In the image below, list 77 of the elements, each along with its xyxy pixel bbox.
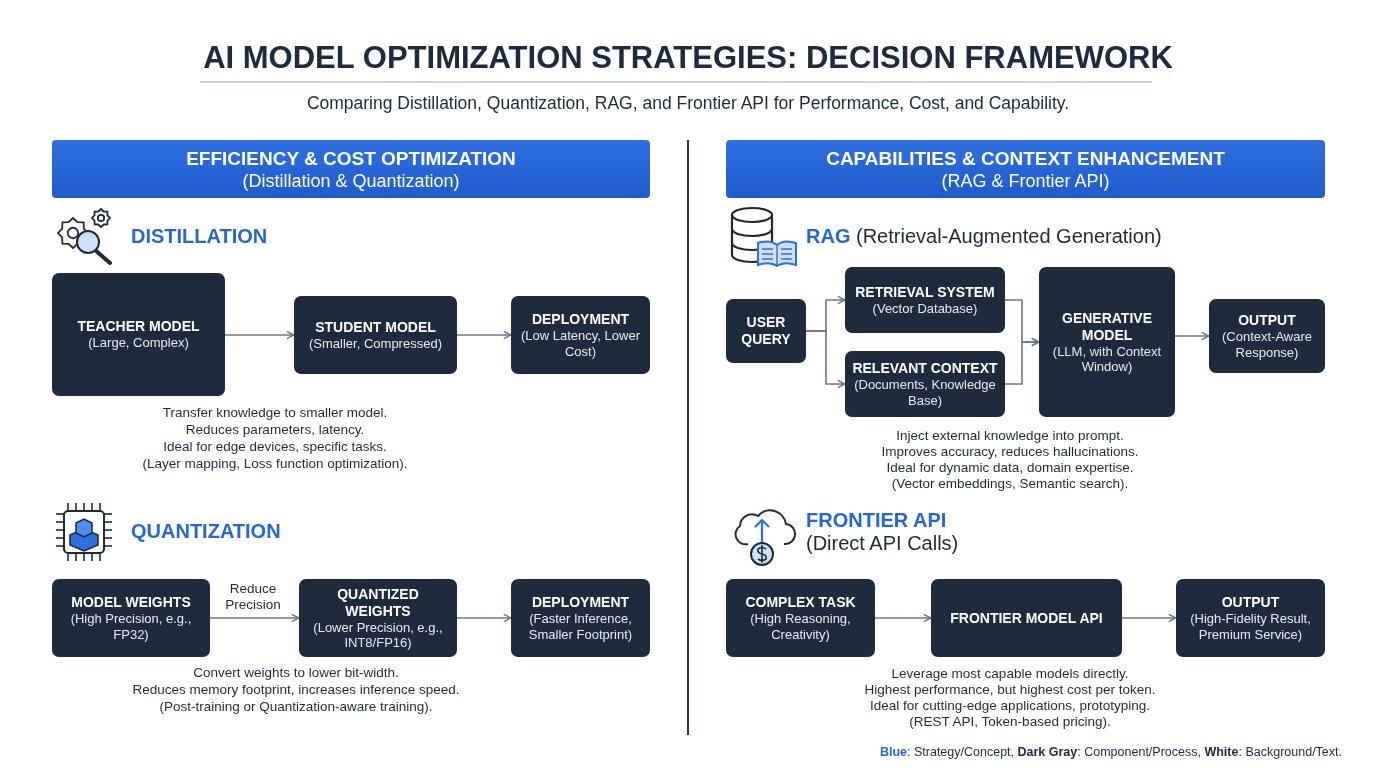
process-box (1039, 267, 1175, 417)
node-description: (Faster Inference, Smaller Footprint) (527, 611, 634, 642)
node-title: MODEL WEIGHTS (71, 594, 191, 611)
node-description: (High Reasoning, Creativity) (749, 611, 852, 642)
process-box (52, 273, 225, 396)
legend-note: Blue: Strategy/Concept, Dark Gray: Component/Process, White: Background/Text. (879, 744, 1342, 760)
description-text: Transfer knowledge to smaller model. (162, 405, 388, 421)
process-box (1176, 579, 1325, 657)
description-text: Ideal for dynamic data, domain expertise. (886, 460, 1134, 476)
node-description: (High-Fidelity Result, Premium Service) (1189, 611, 1312, 642)
node-title: TEACHER MODEL (77, 318, 200, 336)
section-heading: RAG (Retrieval-Augmented Generation) (806, 225, 1162, 248)
process-box (294, 296, 457, 374)
process-box (845, 351, 1005, 417)
title: AI MODEL OPTIMIZATION STRATEGIES: DECISION FRAMEWORK (202, 40, 1174, 76)
description-text: Ideal for cutting-edge applications, prototyping. (870, 698, 1150, 714)
node-description: (Context-Aware Response) (1220, 329, 1314, 360)
description-text: Inject external knowledge into prompt. (896, 428, 1124, 444)
subtitle: Comparing Distillation, Quantization, RAG, and Frontier API for Performance, Cost, and Capability. (306, 93, 1070, 113)
process-box (511, 579, 650, 657)
section-banner (52, 140, 650, 198)
node-title: QUANTIZED WEIGHTS (336, 585, 420, 620)
node-description: (LLM, with Context Window) (1051, 343, 1163, 375)
description-text: Ideal for edge devices, specific tasks. (163, 439, 387, 455)
node-description: (Lower Precision, e.g., INT8/FP16) (312, 619, 444, 651)
description-text: Leverage most capable models directly. (891, 666, 1129, 682)
arrow (224, 330, 295, 340)
description-text: (REST API, Token-based pricing). (909, 714, 1111, 730)
node-title: DEPLOYMENT (531, 311, 630, 328)
node-title: STUDENT MODEL (315, 318, 436, 336)
arrow (456, 613, 512, 623)
description-text: Improves accuracy, reduces hallucinations. (881, 444, 1139, 460)
process-box (931, 579, 1122, 657)
process-box (299, 579, 457, 657)
description-text: Highest performance, but highest cost per token. (864, 682, 1156, 698)
node-title: OUTPUT (1238, 312, 1296, 329)
node-description: (Documents, Knowledge Base) (853, 377, 997, 408)
node-description: (Low Latency, Lower Cost) (520, 328, 641, 359)
arrow (209, 613, 300, 623)
section-heading: QUANTIZATION (131, 519, 281, 543)
node-description: (Vector Database) (872, 300, 978, 317)
description-text: Reduces parameters, latency. (185, 422, 365, 438)
process-box (726, 299, 806, 363)
arrow (1121, 613, 1177, 623)
node-title: GENERATIVE MODEL (1061, 309, 1153, 344)
node-title: OUTPUT (1221, 594, 1280, 611)
process-box (845, 267, 1005, 333)
arrow (1004, 337, 1040, 385)
node-title: RETRIEVAL SYSTEM (855, 283, 995, 301)
arrow (456, 330, 512, 340)
node-title: USER QUERY (740, 314, 792, 348)
description-text: Convert weights to lower bit-width. (193, 665, 399, 681)
node-title: FRONTIER MODEL API (950, 609, 1103, 627)
node-description: (Large, Complex) (88, 335, 189, 351)
node-description: (High Precision, e.g., FP32) (69, 611, 193, 642)
node-title: RELEVANT CONTEXT (852, 360, 998, 377)
arrow (1174, 331, 1210, 341)
process-box (1209, 299, 1325, 373)
process-box (726, 579, 875, 657)
node-description: (RAG & Frontier API) (941, 169, 1110, 192)
node-description: (Distillation & Quantization) (242, 169, 460, 192)
node-title: DEPLOYMENT (531, 594, 630, 611)
process-box (511, 296, 650, 374)
node-title: CAPABILITIES & CONTEXT ENHANCEMENT (826, 146, 1225, 170)
section-heading: FRONTIER API (Direct API Calls) (806, 509, 960, 555)
node-description: (Smaller, Compressed) (309, 335, 442, 352)
description-text: (Layer mapping, Loss function optimization). (142, 456, 408, 472)
arrow (805, 330, 846, 389)
process-box (52, 579, 210, 657)
section-heading: DISTILLATION (131, 224, 268, 248)
node-title: EFFICIENCY & COST OPTIMIZATION (186, 146, 516, 170)
section-banner (726, 140, 1325, 198)
description-text: (Vector embeddings, Semantic search). (891, 476, 1129, 492)
arrow (874, 613, 932, 623)
description-text: Reduces memory footprint, increases inference speed. (132, 682, 460, 698)
node-title: COMPLEX TASK (745, 594, 856, 611)
description-text: (Post-training or Quantization-aware training). (159, 699, 433, 715)
